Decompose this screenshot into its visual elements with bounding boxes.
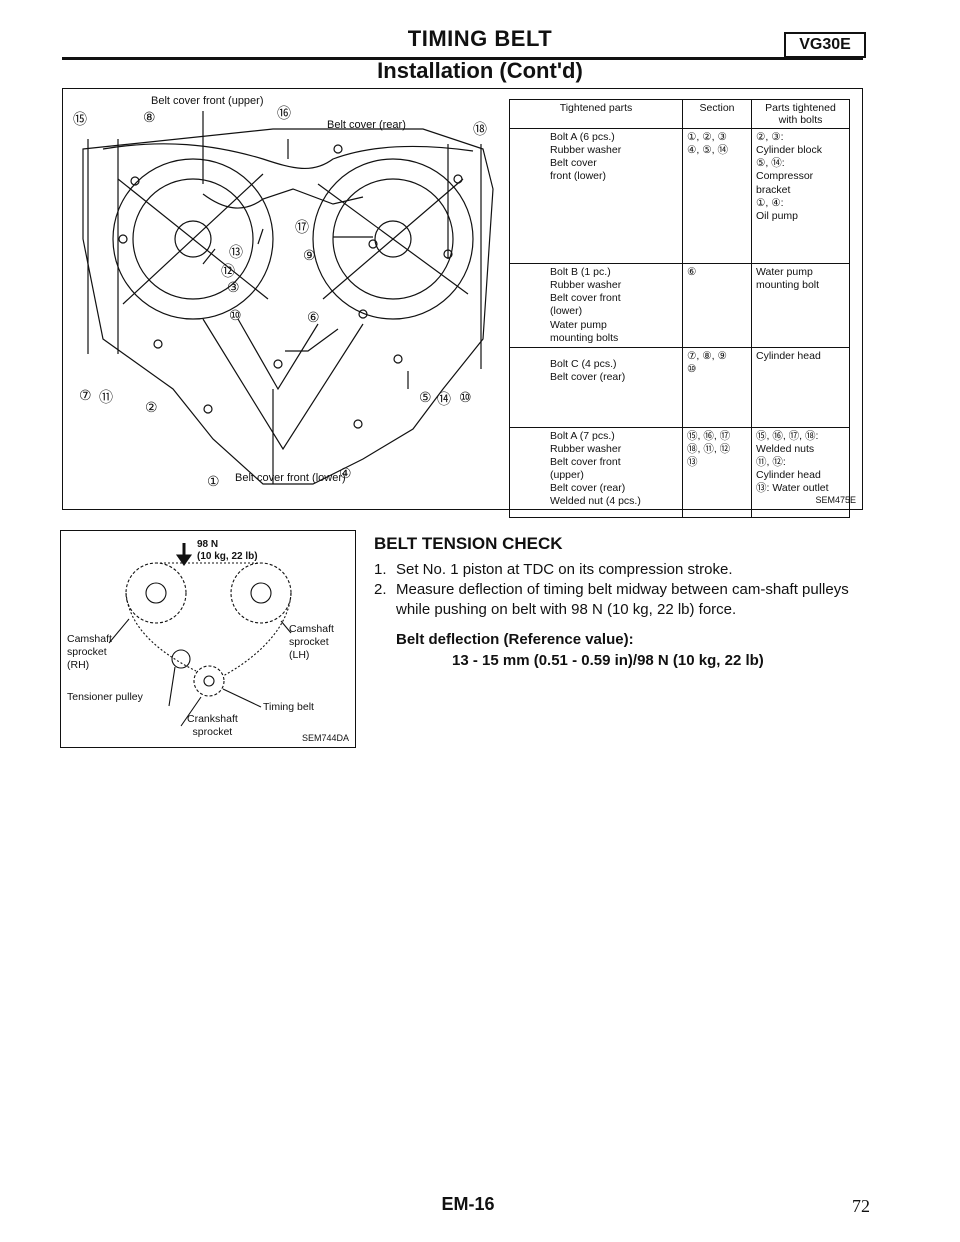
column-header: Tightened parts [509,99,683,129]
callout-2: ② [145,399,158,415]
page-code: EM-16 [441,1194,495,1214]
callout-3: ③ [227,279,240,295]
callout-13: ⑬ [229,244,243,260]
label-camshaft-sprocket-rh: Camshaft sprocket (RH) [67,633,112,672]
column-header: Section [682,99,752,129]
procedure-steps: 1. Set No. 1 piston at TDC on its compre… [374,560,874,620]
callout-14: ⑭ [437,391,451,407]
callout-9: ⑨ [303,247,316,263]
label-belt-cover-rear: Belt cover (rear) [327,119,406,131]
callout-18: ⑱ [473,121,487,137]
tightened-parts-table: Tightened parts Section Parts tightened … [509,99,850,518]
page-title: TIMING BELT [407,26,553,51]
table-cell: Bolt A (7 pcs.) Rubber washer Belt cover… [509,426,683,518]
callout-17: ⑰ [295,219,309,235]
table-row: Bolt C (4 pcs.) Belt cover (rear) ⑦, ⑧, … [509,346,850,428]
deflection-label: Belt deflection (Reference value): [396,631,634,648]
model-badge: VG30E [784,32,866,58]
header-rule [62,57,863,60]
step-text: Measure deflection of timing belt midway… [396,581,849,618]
force-value-alt: (10 kg, 22 lb) [197,551,258,562]
callout-11: ⑪ [99,389,113,405]
callout-16: ⑯ [277,105,291,121]
callout-5: ⑤ [419,389,432,405]
table-row: Bolt B (1 pc.) Rubber washer Belt cover … [509,263,850,348]
table-cell: ②, ③: Cylinder block ⑤, ⑭: Compressor br… [751,128,850,264]
step-text: Set No. 1 piston at TDC on its compressi… [396,561,733,578]
table-row: Bolt A (7 pcs.) Rubber washer Belt cover… [509,426,850,518]
callout-12: ⑫ [221,263,235,279]
table-cell: ⑥ [682,263,752,348]
callout-10-left: ⑩ [229,307,242,323]
table-header-row: Tightened parts Section Parts tightened … [509,99,850,129]
table-cell: ①, ②, ③ ④, ⑤, ⑭ [682,128,752,264]
table-cell: Water pump mounting bolt [751,263,850,348]
table-cell: Cylinder head [751,346,850,428]
force-value: 98 N [197,539,219,550]
callout-6: ⑥ [307,309,320,325]
section-heading: BELT TENSION CHECK [374,534,563,553]
belt-tension-drawing [108,543,292,727]
table-row: Bolt A (6 pcs.) Rubber washer Belt cover… [509,128,850,264]
table-cell: ⑮, ⑯, ⑰, ⑱: Welded nuts ⑪, ⑫: Cylinder h… [751,426,850,518]
figure-code: SEM475E [815,495,856,505]
callout-10-right: ⑩ [459,389,472,405]
table-cell: Bolt B (1 pc.) Rubber washer Belt cover … [509,263,683,348]
step-number: 2. [374,581,387,598]
callout-1: ① [207,473,220,489]
label-belt-cover-front-lower: Belt cover front (lower) [235,472,346,484]
step-number: 1. [374,561,387,578]
label-timing-belt: Timing belt [263,701,314,713]
table-cell: Bolt C (4 pcs.) Belt cover (rear) [509,346,683,428]
callout-4: ④ [339,465,352,481]
belt-tension-figure: 98 N (10 kg, 22 lb) Camshaft sprocket (R… [60,530,356,748]
callout-15: ⑮ [73,111,87,127]
table-cell: Bolt A (6 pcs.) Rubber washer Belt cover… [509,128,683,264]
callout-8: ⑧ [143,109,156,125]
procedure-step: 1. Set No. 1 piston at TDC on its compre… [374,560,874,580]
belt-cover-drawing [82,111,494,485]
deflection-value: 13 - 15 mm (0.51 - 0.59 in)/98 N (10 kg,… [452,652,764,669]
label-belt-cover-front-upper: Belt cover front (upper) [151,95,264,107]
page-number: 72 [852,1196,870,1216]
label-tensioner-pulley: Tensioner pulley [67,691,143,703]
column-header: Parts tightened with bolts [751,99,850,129]
table-cell: ⑮, ⑯, ⑰ ⑱, ⑪, ⑫ ⑬ [682,426,752,518]
callout-7: ⑦ [79,387,92,403]
label-crankshaft-sprocket: Crankshaft sprocket [187,713,238,739]
page-subtitle: Installation (Cont'd) [377,58,583,83]
label-camshaft-sprocket-lh: Camshaft sprocket (LH) [289,623,334,662]
table-cell: ⑦, ⑧, ⑨ ⑩ [682,346,752,428]
belt-cover-figure: Belt cover front (upper) Belt cover (rea… [62,88,863,518]
procedure-step: 2. Measure deflection of timing belt mid… [374,580,874,620]
figure-code: SEM744DA [301,733,349,743]
